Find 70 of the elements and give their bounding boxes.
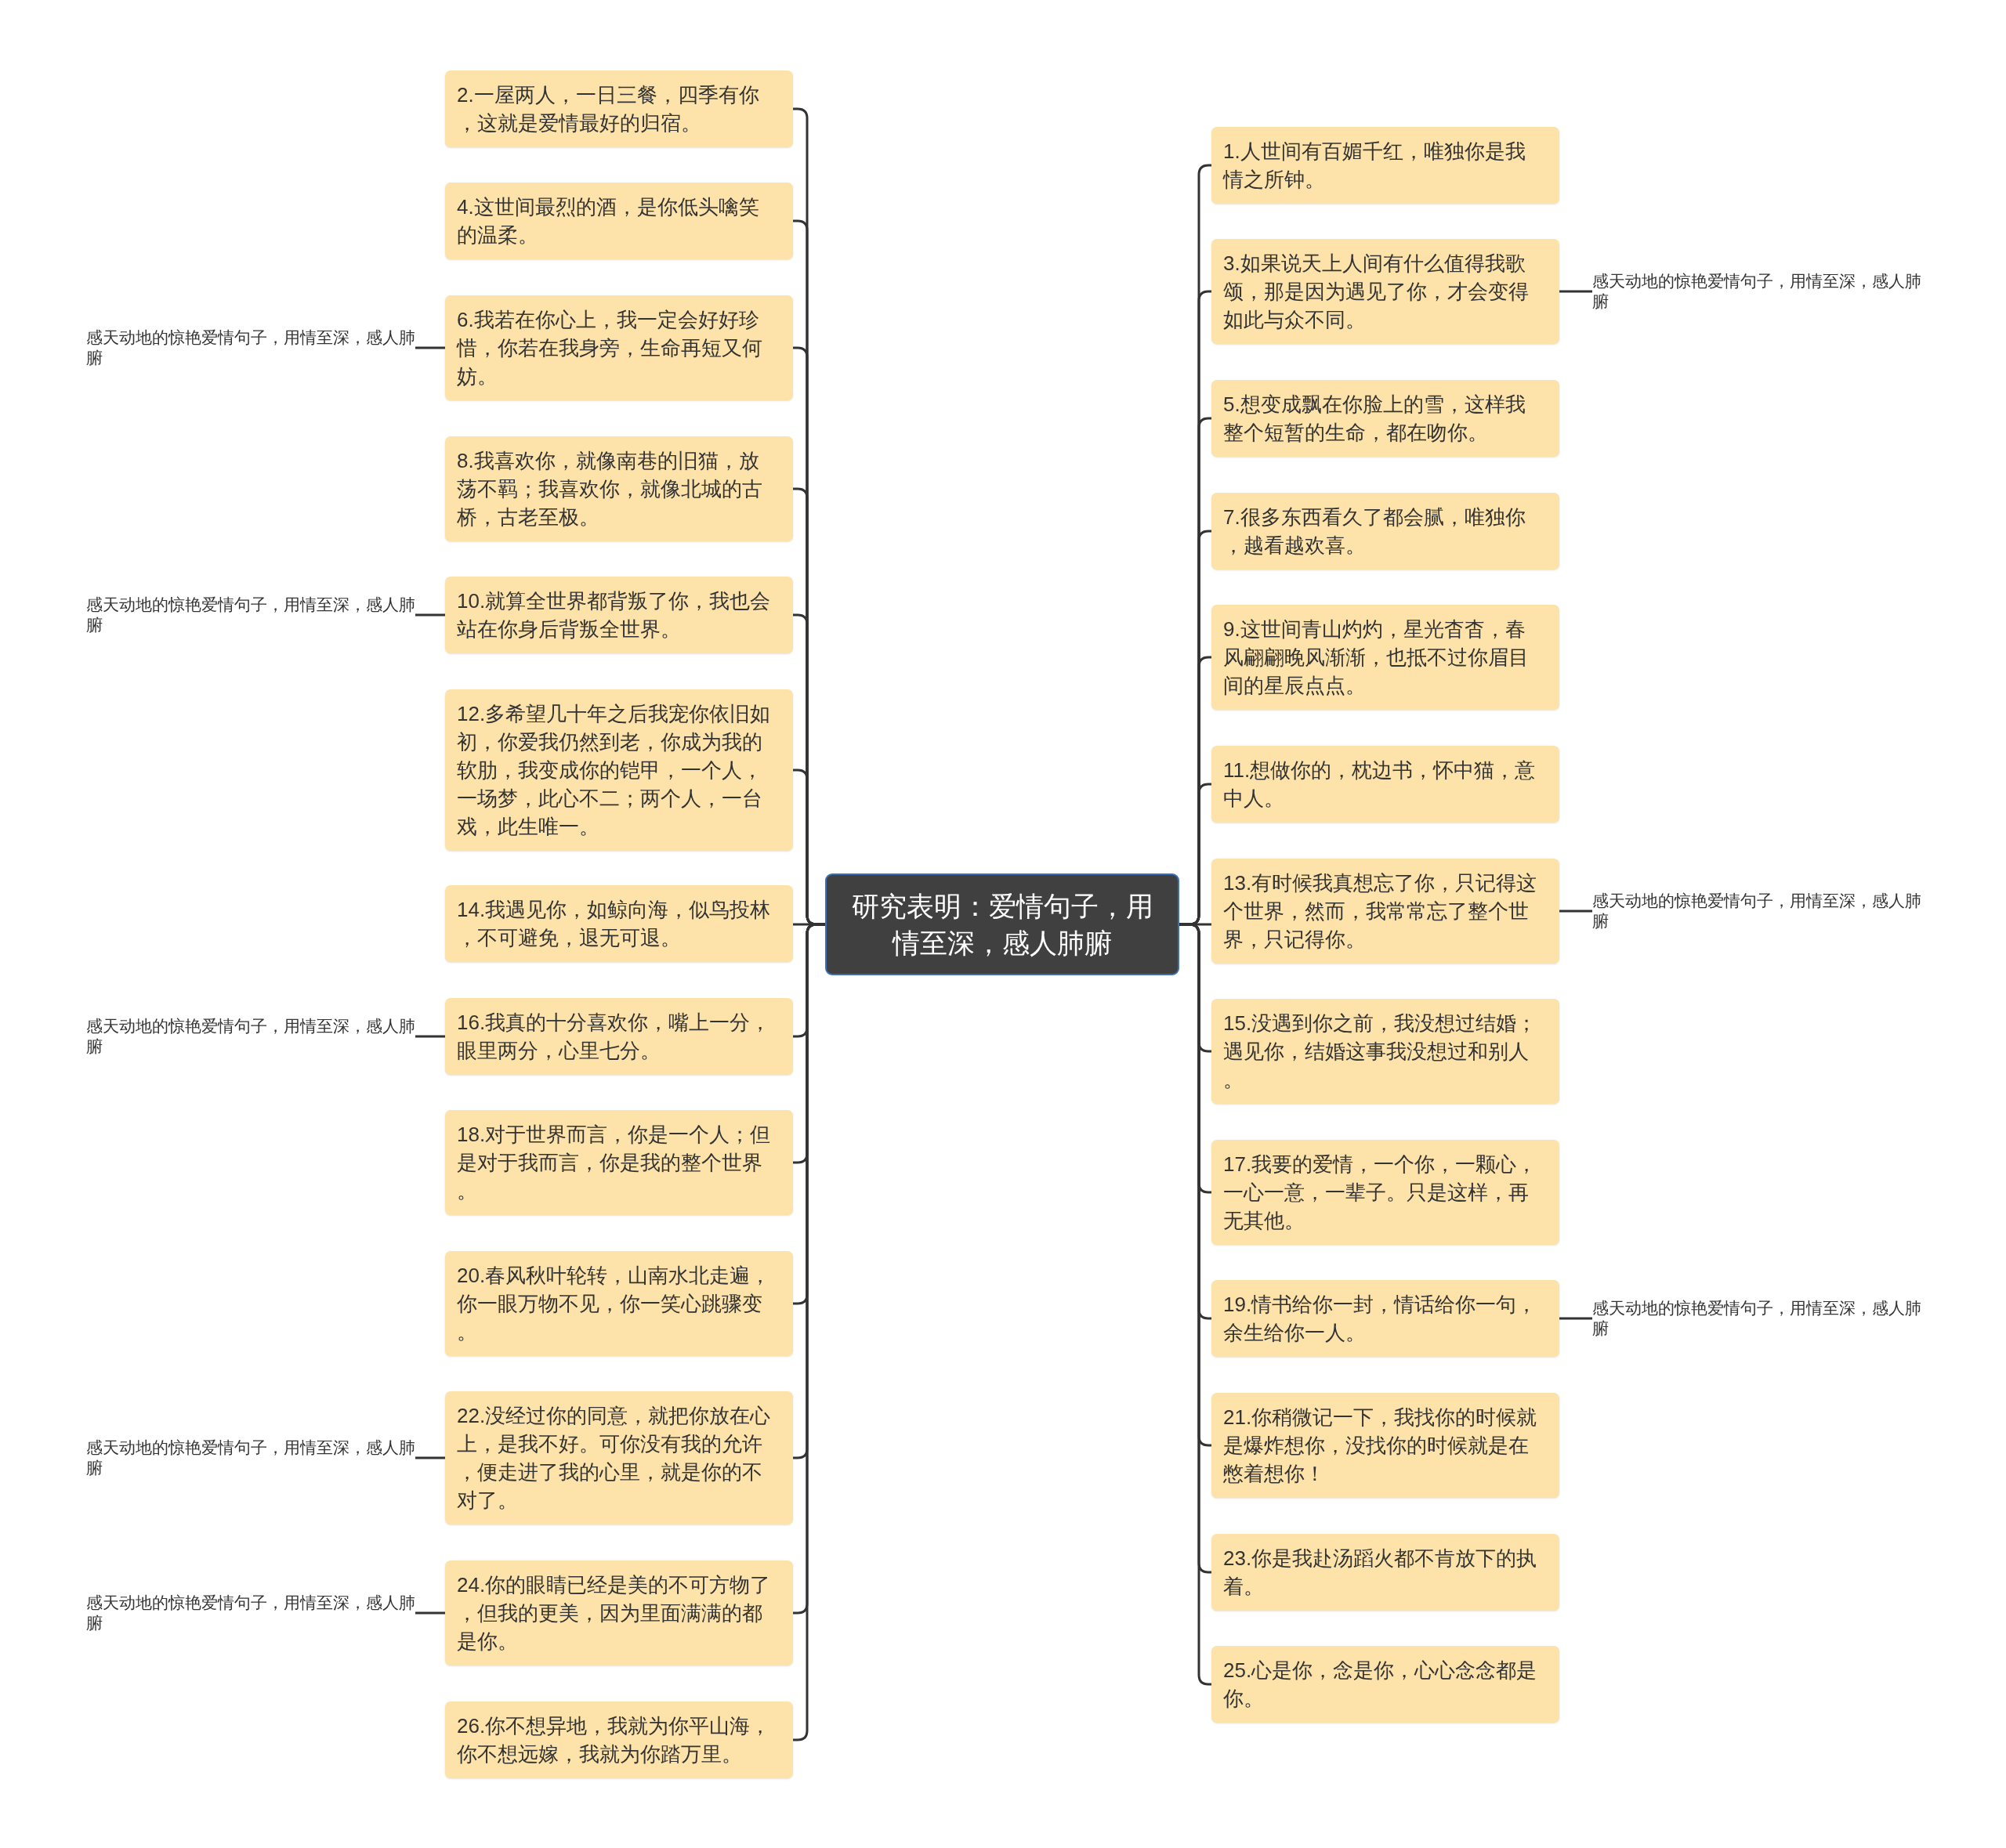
- connector-line: [1559, 910, 1592, 913]
- connector-line: [415, 613, 445, 617]
- quote-card: [445, 689, 793, 851]
- quote-card: [1211, 127, 1559, 204]
- quote-card: [445, 1391, 793, 1524]
- quote-text: 24.你的眼睛已经是美的不可方物了，但我的更美，因为里面满满的都是你。: [457, 1572, 772, 1655]
- quote-card: [1211, 1534, 1559, 1611]
- quote-text: 10.就算全世界都背叛了你，我也会站在你身后背叛全世界。: [457, 588, 772, 642]
- quote-text: 20.春风秋叶轮转，山南水北走遍，你一眼万物不见，你一笑心跳骤变。: [457, 1263, 772, 1345]
- quote-text: 8.我喜欢你，就像南巷的旧猫，放荡不羁；我喜欢你，就像北城的古桥，古老至极。: [457, 448, 763, 530]
- quote-card: [445, 1251, 793, 1356]
- quote-text: 21.你稍微记一下，我找你的时候就是爆炸想你，没找你的时候就是在憋着想你！: [1223, 1405, 1538, 1487]
- quote-card: [1211, 1393, 1559, 1498]
- quote-card: [1211, 1140, 1559, 1245]
- quote-card: [1211, 746, 1559, 823]
- quote-text: 6.我若在你心上，我一定会好好珍惜，你若在我身旁，生命再短又何妨。: [457, 307, 763, 389]
- quote-card: [1211, 239, 1559, 344]
- quote-text: 13.有时候我真想忘了你，只记得这个世界，然而，我常常忘了整个世界，只记得你。: [1223, 870, 1538, 953]
- quote-card: [445, 998, 793, 1075]
- quote-text: 4.这世间最烈的酒，是你低头噙笑的温柔。: [457, 194, 760, 248]
- tag-text: 感天动地的惊艳爱情句子，用情至深，感人肺腑: [86, 1438, 415, 1478]
- quote-text: 12.多希望几十年之后我宠你依旧如初，你爱我仍然到老，你成为我的软肋，我变成你的铠甲，一个人，一场梦，此心不二；两个人，一台戏，此生唯一。: [457, 701, 772, 840]
- quote-card: [445, 1560, 793, 1665]
- quote-card: [1211, 493, 1559, 570]
- connector-line: [415, 1035, 445, 1038]
- quote-card: [1211, 605, 1559, 710]
- quote-card: [445, 71, 793, 147]
- tag-text: 感天动地的惊艳爱情句子，用情至深，感人肺腑: [86, 595, 415, 635]
- quote-text: 15.没遇到你之前，我没想过结婚；遇见你，结婚这事我没想过和别人。: [1223, 1011, 1538, 1093]
- quote-card: [1211, 1280, 1559, 1357]
- quote-text: 26.你不想异地，我就为你平山海，你不想远嫁，我就为你踏万里。: [457, 1713, 772, 1767]
- quote-text: 7.很多东西看久了都会腻，唯独你，越看越欢喜。: [1223, 504, 1526, 559]
- connector-line: [1559, 1317, 1592, 1320]
- quote-text: 19.情书给你一封，情话给你一句，余生给你一人。: [1223, 1292, 1538, 1346]
- quote-text: 2.一屋两人，一日三餐，四季有你，这就是爱情最好的归宿。: [457, 82, 760, 136]
- connector-line: [415, 346, 445, 349]
- tag-text: 感天动地的惊艳爱情句子，用情至深，感人肺腑: [86, 327, 415, 368]
- central-topic-card: [825, 873, 1179, 975]
- quote-card: [445, 436, 793, 541]
- tag-text: 感天动地的惊艳爱情句子，用情至深，感人肺腑: [1592, 271, 1921, 312]
- quote-card: [445, 295, 793, 400]
- quote-text: 14.我遇见你，如鲸向海，似鸟投林，不可避免，退无可退。: [457, 897, 772, 951]
- quote-card: [445, 1702, 793, 1778]
- central-topic-text: 研究表明：爱情句子，用情至深，感人肺腑: [850, 890, 1154, 960]
- tag-text: 感天动地的惊艳爱情句子，用情至深，感人肺腑: [1592, 1298, 1921, 1339]
- quote-text: 16.我真的十分喜欢你，嘴上一分，眼里两分，心里七分。: [457, 1010, 772, 1064]
- quote-card: [1211, 380, 1559, 457]
- tag-text: 感天动地的惊艳爱情句子，用情至深，感人肺腑: [1592, 891, 1921, 931]
- connector-line: [1559, 290, 1592, 293]
- tag-text: 感天动地的惊艳爱情句子，用情至深，感人肺腑: [86, 1593, 415, 1633]
- quote-text: 22.没经过你的同意，就把你放在心上，是我不好。可你没有我的允许，便走进了我的心里，就是你的不对了。: [457, 1403, 772, 1513]
- quote-card: [1211, 859, 1559, 964]
- quote-text: 5.想变成飘在你脸上的雪，这样我整个短暂的生命，都在吻你。: [1223, 392, 1526, 446]
- quote-card: [445, 577, 793, 653]
- connector-line: [415, 1611, 445, 1615]
- connector-line: [415, 1456, 445, 1459]
- quote-text: 17.我要的爱情，一个你，一颗心，一心一意，一辈子。只是这样，再无其他。: [1223, 1152, 1538, 1234]
- quote-card: [445, 1110, 793, 1215]
- quote-text: 23.你是我赴汤蹈火都不肯放下的执着。: [1223, 1546, 1538, 1600]
- quote-text: 9.这世间青山灼灼，星光杳杳，春风翩翩晚风渐渐，也抵不过你眉目间的星辰点点。: [1223, 617, 1530, 699]
- quote-card: [445, 885, 793, 962]
- quote-card: [1211, 999, 1559, 1104]
- quote-card: [1211, 1646, 1559, 1723]
- tag-text: 感天动地的惊艳爱情句子，用情至深，感人肺腑: [86, 1016, 415, 1057]
- quote-card: [445, 183, 793, 259]
- quote-text: 11.想做你的，枕边书，怀中猫，意中人。: [1223, 758, 1537, 812]
- quote-text: 18.对于世界而言，你是一个人；但是对于我而言，你是我的整个世界。: [457, 1122, 772, 1204]
- quote-text: 1.人世间有百媚千红，唯独你是我情之所钟。: [1223, 139, 1526, 193]
- quote-text: 3.如果说天上人间有什么值得我歌颂，那是因为遇见了你，才会变得如此与众不同。: [1223, 251, 1530, 333]
- quote-text: 25.心是你，念是你，心心念念都是你。: [1223, 1658, 1538, 1712]
